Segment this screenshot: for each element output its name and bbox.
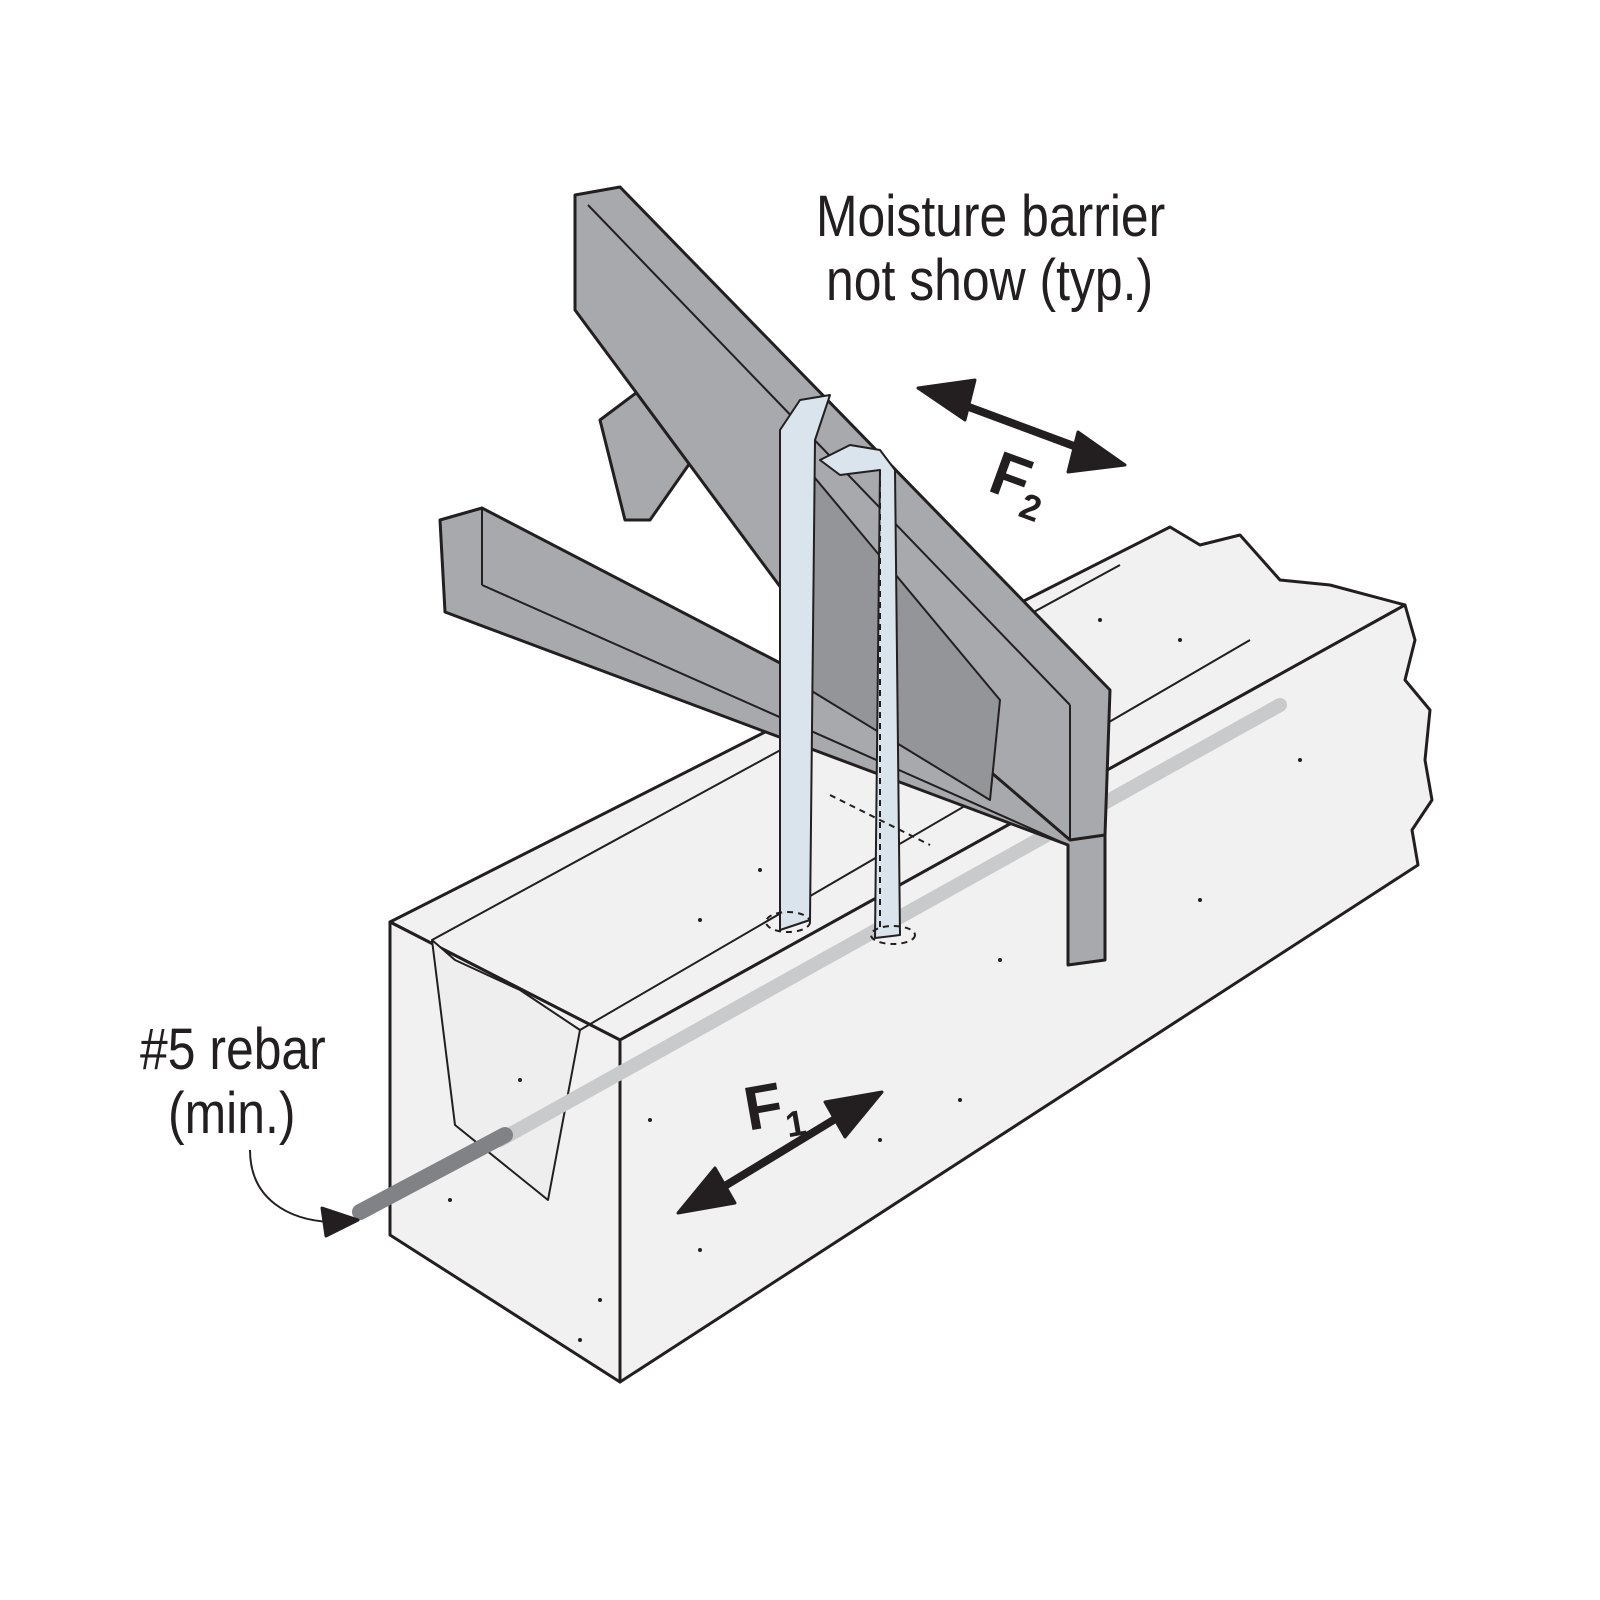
strap-left (779, 394, 831, 931)
rebar-label-line1: #5 rebar (140, 1017, 326, 1082)
force-2-arrow (916, 378, 1127, 474)
force-1-arrow (676, 1090, 884, 1215)
concrete-stipple (448, 618, 1302, 1342)
rebar-leader (249, 1149, 331, 1223)
rebar-label-line2: (min.) (168, 1081, 296, 1146)
moisture-barrier-label-line2: not show (typ.) (826, 248, 1154, 313)
moisture-barrier-label-line1: Moisture barrier (816, 184, 1166, 249)
concrete-front-face (618, 603, 1434, 1384)
rebar (352, 1127, 513, 1220)
bottom-track (438, 506, 1107, 967)
